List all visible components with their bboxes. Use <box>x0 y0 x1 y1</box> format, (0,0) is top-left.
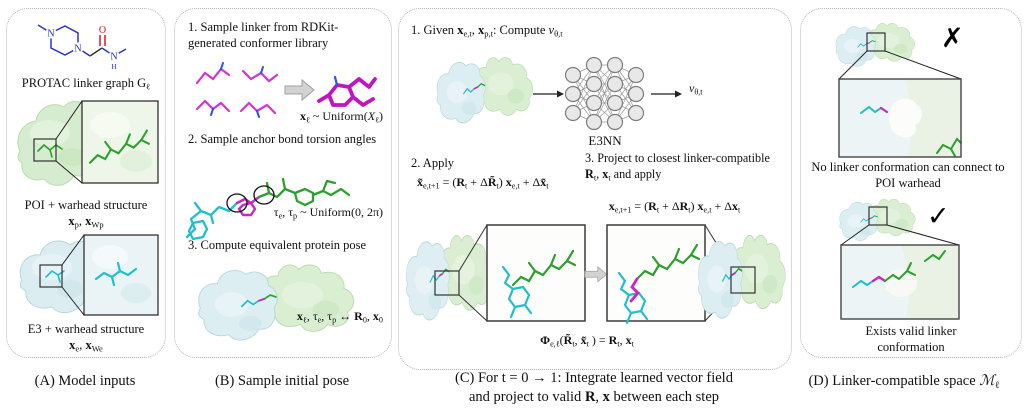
sampled-conformer <box>317 77 377 107</box>
valid-check-mark: ✓ <box>927 201 950 232</box>
before-inset <box>486 224 586 322</box>
e3-structure-image <box>19 234 159 316</box>
linker-conformer-library-image <box>195 62 377 118</box>
svg-text:O: O <box>99 25 106 36</box>
b-step2-equation: τe, τp ~ Uniform(0, 2π) <box>273 205 383 221</box>
svg-text:N: N <box>74 44 81 55</box>
caption-c: (C) For t = 0 → 1: Integrate learned vec… <box>398 369 790 406</box>
zoom-inset <box>838 78 962 158</box>
zoom-box <box>730 266 756 294</box>
d-valid-caption: Exists valid linker conformation <box>865 324 957 355</box>
anchor-bond-circles <box>226 185 275 213</box>
c-projection-equation: Φe,ℓ(R̃t, x̃t ) = Rt, xt <box>540 333 634 349</box>
c-step1-text: 1. Given xe,t, xp,t: Compute vθ,t <box>411 23 563 39</box>
b-step1-text: 1. Sample linker from RDKit-generated co… <box>188 20 339 51</box>
b-step2-text: 2. Sample anchor bond torsion angles <box>188 132 377 146</box>
zoom-box <box>868 206 888 226</box>
caption-c-line1: (C) For t = 0 → 1: Integrate learned vec… <box>455 370 733 386</box>
zoom-box <box>866 32 886 52</box>
poi-warhead-sticks <box>37 143 63 158</box>
after-inset <box>606 224 706 325</box>
caption-c-line2: and project to valid R, x between each s… <box>468 388 720 405</box>
d-valid-example-image <box>839 198 960 320</box>
panel-a-model-inputs: N N N H O PROTAC linker graph Gℓ PO <box>6 8 166 358</box>
poi-structure-label: POI + warhead structure <box>24 198 148 212</box>
b-step3-equation: xℓ, τe, τp ↔ R0, x0 <box>296 309 383 325</box>
zoom-box <box>434 270 460 296</box>
before-complex <box>405 234 493 321</box>
zoom-box <box>39 264 63 288</box>
invalid-cross-mark: ✗ <box>941 23 964 54</box>
e3-structure-label: E3 + warhead structure <box>27 322 145 336</box>
caption-d: (D) Linker-compatible space ℳℓ <box>808 373 1000 391</box>
projection-arrow <box>584 266 608 283</box>
c-step3-text-line2: Rt, xt and apply <box>585 167 662 183</box>
panel-c-integrate-project: 1. Given xe,t, xp,t: Compute vθ,t E3NN v… <box>398 8 792 370</box>
d-invalid-example-image <box>835 22 962 158</box>
svg-text:N: N <box>47 29 54 40</box>
zoom-box <box>33 138 57 162</box>
linker-graph-label: PROTAC linker graph Gℓ <box>21 76 151 92</box>
svg-text:N: N <box>110 52 117 63</box>
d-invalid-caption: No linker conformation can connect to PO… <box>811 160 1005 191</box>
c-step2-equation: x̃e,t+1 = (Rt + ΔR̃t) xe,t + Δx̃t <box>417 175 549 191</box>
c-step3-text-line1: 3. Project to closest linker-compatible <box>585 151 770 165</box>
poi-structure-image <box>17 100 159 186</box>
poi-structure-symbols: xp, xWp <box>68 214 104 230</box>
after-complex <box>697 234 787 320</box>
output-arrow <box>651 89 683 99</box>
projected-linker <box>629 277 640 303</box>
panel-b-sample-initial-pose: 1. Sample linker from RDKit-generated co… <box>174 8 392 358</box>
c-step2-label: 2. Apply <box>411 156 455 170</box>
e3-structure-symbols: xe, xWe <box>69 338 103 354</box>
b-step3-text: 3. Compute equivalent protein pose <box>188 238 367 252</box>
c-protein-complex-image <box>436 56 534 124</box>
e3-warhead-sticks <box>45 269 65 283</box>
caption-a: (A) Model inputs <box>34 373 136 389</box>
b-protein-complex-image <box>197 263 355 342</box>
nn-output-value: vθ,t <box>689 81 703 97</box>
svg-text:H: H <box>111 62 117 71</box>
panel-d-linker-compatible-space: ✗ No linker conformation can connect to … <box>800 8 1022 358</box>
e3nn-label: E3NN <box>588 133 622 148</box>
zoom-inset <box>840 244 960 320</box>
zoom-inset <box>83 234 159 316</box>
anchor-torsion-molecule-image <box>185 177 351 241</box>
c-projection-strip-image <box>405 224 787 325</box>
e3nn-network-diagram <box>564 56 645 131</box>
sample-arrow <box>284 79 315 101</box>
input-arrow <box>533 89 565 99</box>
b-step1-equation: xℓ ~ Uniform(Xℓ) <box>299 109 383 125</box>
c-step3-equation: xe,t+1 = (Rt + ΔRt) xe,t + Δxt <box>608 199 741 215</box>
linker-2d-structure: N N N H O <box>37 24 127 71</box>
caption-b: (B) Sample initial pose <box>214 373 350 389</box>
